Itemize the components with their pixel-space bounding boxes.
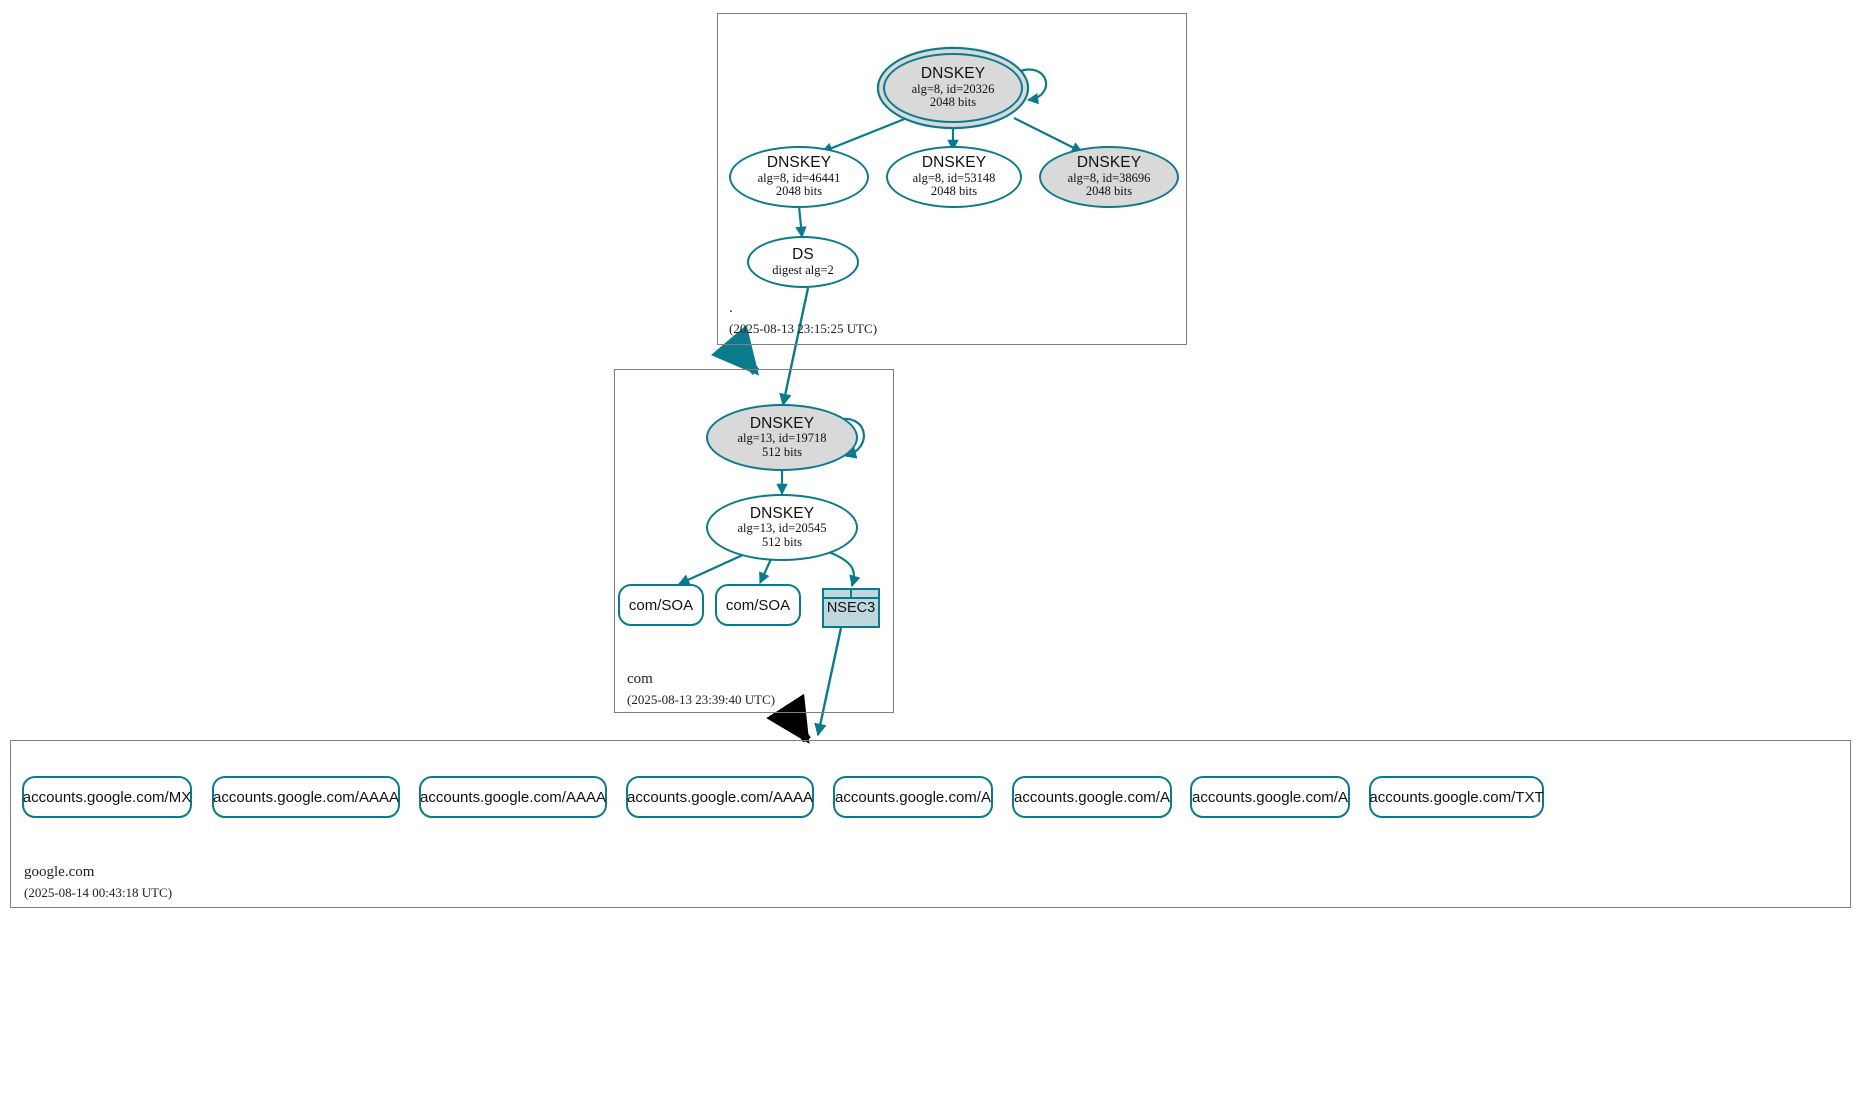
node-rrset-leaf[interactable]: accounts.google.com/A bbox=[1190, 776, 1350, 818]
node-title: DNSKEY bbox=[921, 154, 987, 172]
node-rrset-leaf[interactable]: accounts.google.com/A bbox=[833, 776, 993, 818]
node-subtitle-alg-id: alg=13, id=19718 bbox=[737, 431, 827, 446]
node-nsec3-com[interactable]: NSEC3 bbox=[822, 588, 880, 628]
zone-label-com: com bbox=[627, 671, 653, 687]
node-dnskey-root-zsk-38696[interactable]: DNSKEY alg=8, id=38696 2048 bits bbox=[1039, 146, 1179, 208]
node-label: com/SOA bbox=[628, 596, 694, 614]
node-subtitle-bits: 512 bits bbox=[762, 444, 802, 459]
node-label: accounts.google.com/AAAA bbox=[213, 788, 399, 806]
node-subtitle-bits: 2048 bits bbox=[775, 184, 823, 199]
node-label: accounts.google.com/AAAA bbox=[627, 788, 813, 806]
node-rrset-com-soa-1[interactable]: com/SOA bbox=[618, 584, 704, 626]
node-subtitle-alg-id: alg=8, id=53148 bbox=[912, 170, 996, 185]
node-rrset-leaf[interactable]: accounts.google.com/AAAA bbox=[419, 776, 607, 818]
node-subtitle-bits: 2048 bits bbox=[930, 184, 978, 199]
zone-label-root: . bbox=[729, 300, 733, 316]
node-subtitle-bits: 2048 bits bbox=[929, 95, 977, 110]
node-dnskey-root-ksk-20326[interactable]: DNSKEY alg=8, id=20326 2048 bits bbox=[883, 53, 1023, 123]
node-subtitle-alg-id: alg=13, id=20545 bbox=[737, 521, 827, 536]
node-label: accounts.google.com/A bbox=[835, 788, 991, 806]
node-subtitle-bits: 512 bits bbox=[762, 534, 802, 549]
node-rrset-leaf[interactable]: accounts.google.com/AAAA bbox=[626, 776, 814, 818]
node-rrset-leaf[interactable]: accounts.google.com/MX bbox=[22, 776, 192, 818]
node-subtitle-bits: 2048 bits bbox=[1085, 184, 1133, 199]
node-label: com/SOA bbox=[725, 596, 791, 614]
node-label: accounts.google.com/TXT bbox=[1369, 788, 1544, 806]
node-title: DS bbox=[792, 245, 814, 263]
node-title: DNSKEY bbox=[766, 154, 832, 172]
node-subtitle-alg-id: alg=8, id=38696 bbox=[1067, 170, 1151, 185]
node-rrset-com-soa-2[interactable]: com/SOA bbox=[715, 584, 801, 626]
node-label: NSEC3 bbox=[826, 600, 876, 616]
zone-box-google-com bbox=[10, 740, 1851, 908]
node-dnskey-com-zsk-20545[interactable]: DNSKEY alg=13, id=20545 512 bits bbox=[706, 494, 858, 561]
node-title: DNSKEY bbox=[749, 414, 815, 432]
node-rrset-leaf[interactable]: accounts.google.com/AAAA bbox=[212, 776, 400, 818]
node-dnskey-root-zsk-46441[interactable]: DNSKEY alg=8, id=46441 2048 bits bbox=[729, 146, 869, 208]
node-dnskey-root-zsk-53148[interactable]: DNSKEY alg=8, id=53148 2048 bits bbox=[886, 146, 1022, 208]
node-dnskey-com-ksk-19718[interactable]: DNSKEY alg=13, id=19718 512 bits bbox=[706, 404, 858, 471]
zone-timestamp-com: (2025-08-13 23:39:40 UTC) bbox=[627, 692, 776, 707]
node-title: DNSKEY bbox=[1076, 154, 1142, 172]
node-ds-com[interactable]: DS digest alg=2 bbox=[747, 236, 859, 288]
nsec3-header-divider bbox=[822, 597, 880, 599]
zone-label-google-com: google.com bbox=[24, 864, 95, 880]
zone-box-root bbox=[717, 13, 1187, 345]
node-label: accounts.google.com/AAAA bbox=[420, 788, 606, 806]
node-rrset-leaf[interactable]: accounts.google.com/A bbox=[1012, 776, 1172, 818]
node-subtitle-alg-id: alg=8, id=20326 bbox=[911, 81, 995, 96]
node-label: accounts.google.com/A bbox=[1014, 788, 1170, 806]
node-title: DNSKEY bbox=[749, 504, 815, 522]
zone-timestamp-root: (2025-08-13 23:15:25 UTC) bbox=[729, 321, 878, 336]
node-subtitle-alg-id: alg=8, id=46441 bbox=[757, 170, 841, 185]
node-rrset-leaf[interactable]: accounts.google.com/TXT bbox=[1369, 776, 1544, 818]
zone-timestamp-google-com: (2025-08-14 00:43:18 UTC) bbox=[24, 885, 173, 900]
zone-box-com bbox=[614, 369, 894, 713]
node-subtitle-digest-alg: digest alg=2 bbox=[772, 262, 834, 277]
node-label: accounts.google.com/MX bbox=[22, 788, 192, 806]
node-label: accounts.google.com/A bbox=[1192, 788, 1348, 806]
nsec3-column-divider bbox=[850, 588, 852, 597]
node-title: DNSKEY bbox=[920, 65, 986, 83]
